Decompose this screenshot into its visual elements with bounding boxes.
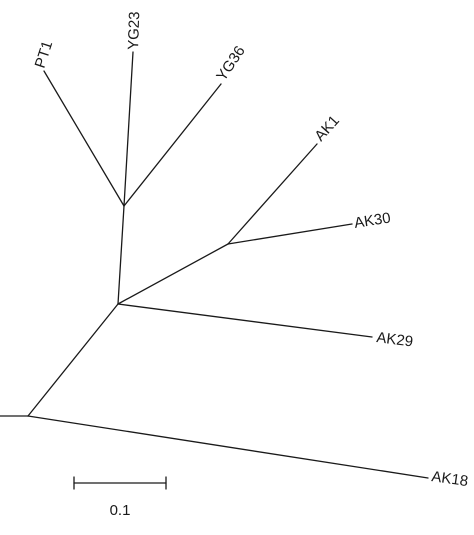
scale-bar: 0.1 [73, 476, 167, 519]
scale-bar-label: 0.1 [110, 502, 131, 519]
branch-internal-upper [117, 205, 125, 305]
branch-to-yg36 [123, 83, 222, 207]
leaf-label-yg23: YG23 [125, 11, 143, 50]
leaf-label-ak30: AK30 [353, 209, 392, 232]
branch-to-yg23 [123, 51, 134, 207]
branch-internal-main [27, 303, 119, 417]
branch-to-pt1 [43, 70, 125, 207]
leaf-label-ak1: AK1 [311, 112, 343, 144]
branch-to-ak1 [227, 143, 318, 245]
branch-internal-ak [117, 243, 229, 305]
leaf-label-yg36: YG36 [213, 43, 249, 84]
branch-to-ak29 [117, 303, 373, 338]
branch-to-ak18 [27, 415, 429, 479]
leaf-label-ak18: AK18 [430, 468, 469, 490]
leaf-label-ak29: AK29 [376, 329, 415, 350]
leaf-label-pt1: PT1 [32, 39, 57, 70]
branch-to-ak30 [227, 223, 353, 245]
